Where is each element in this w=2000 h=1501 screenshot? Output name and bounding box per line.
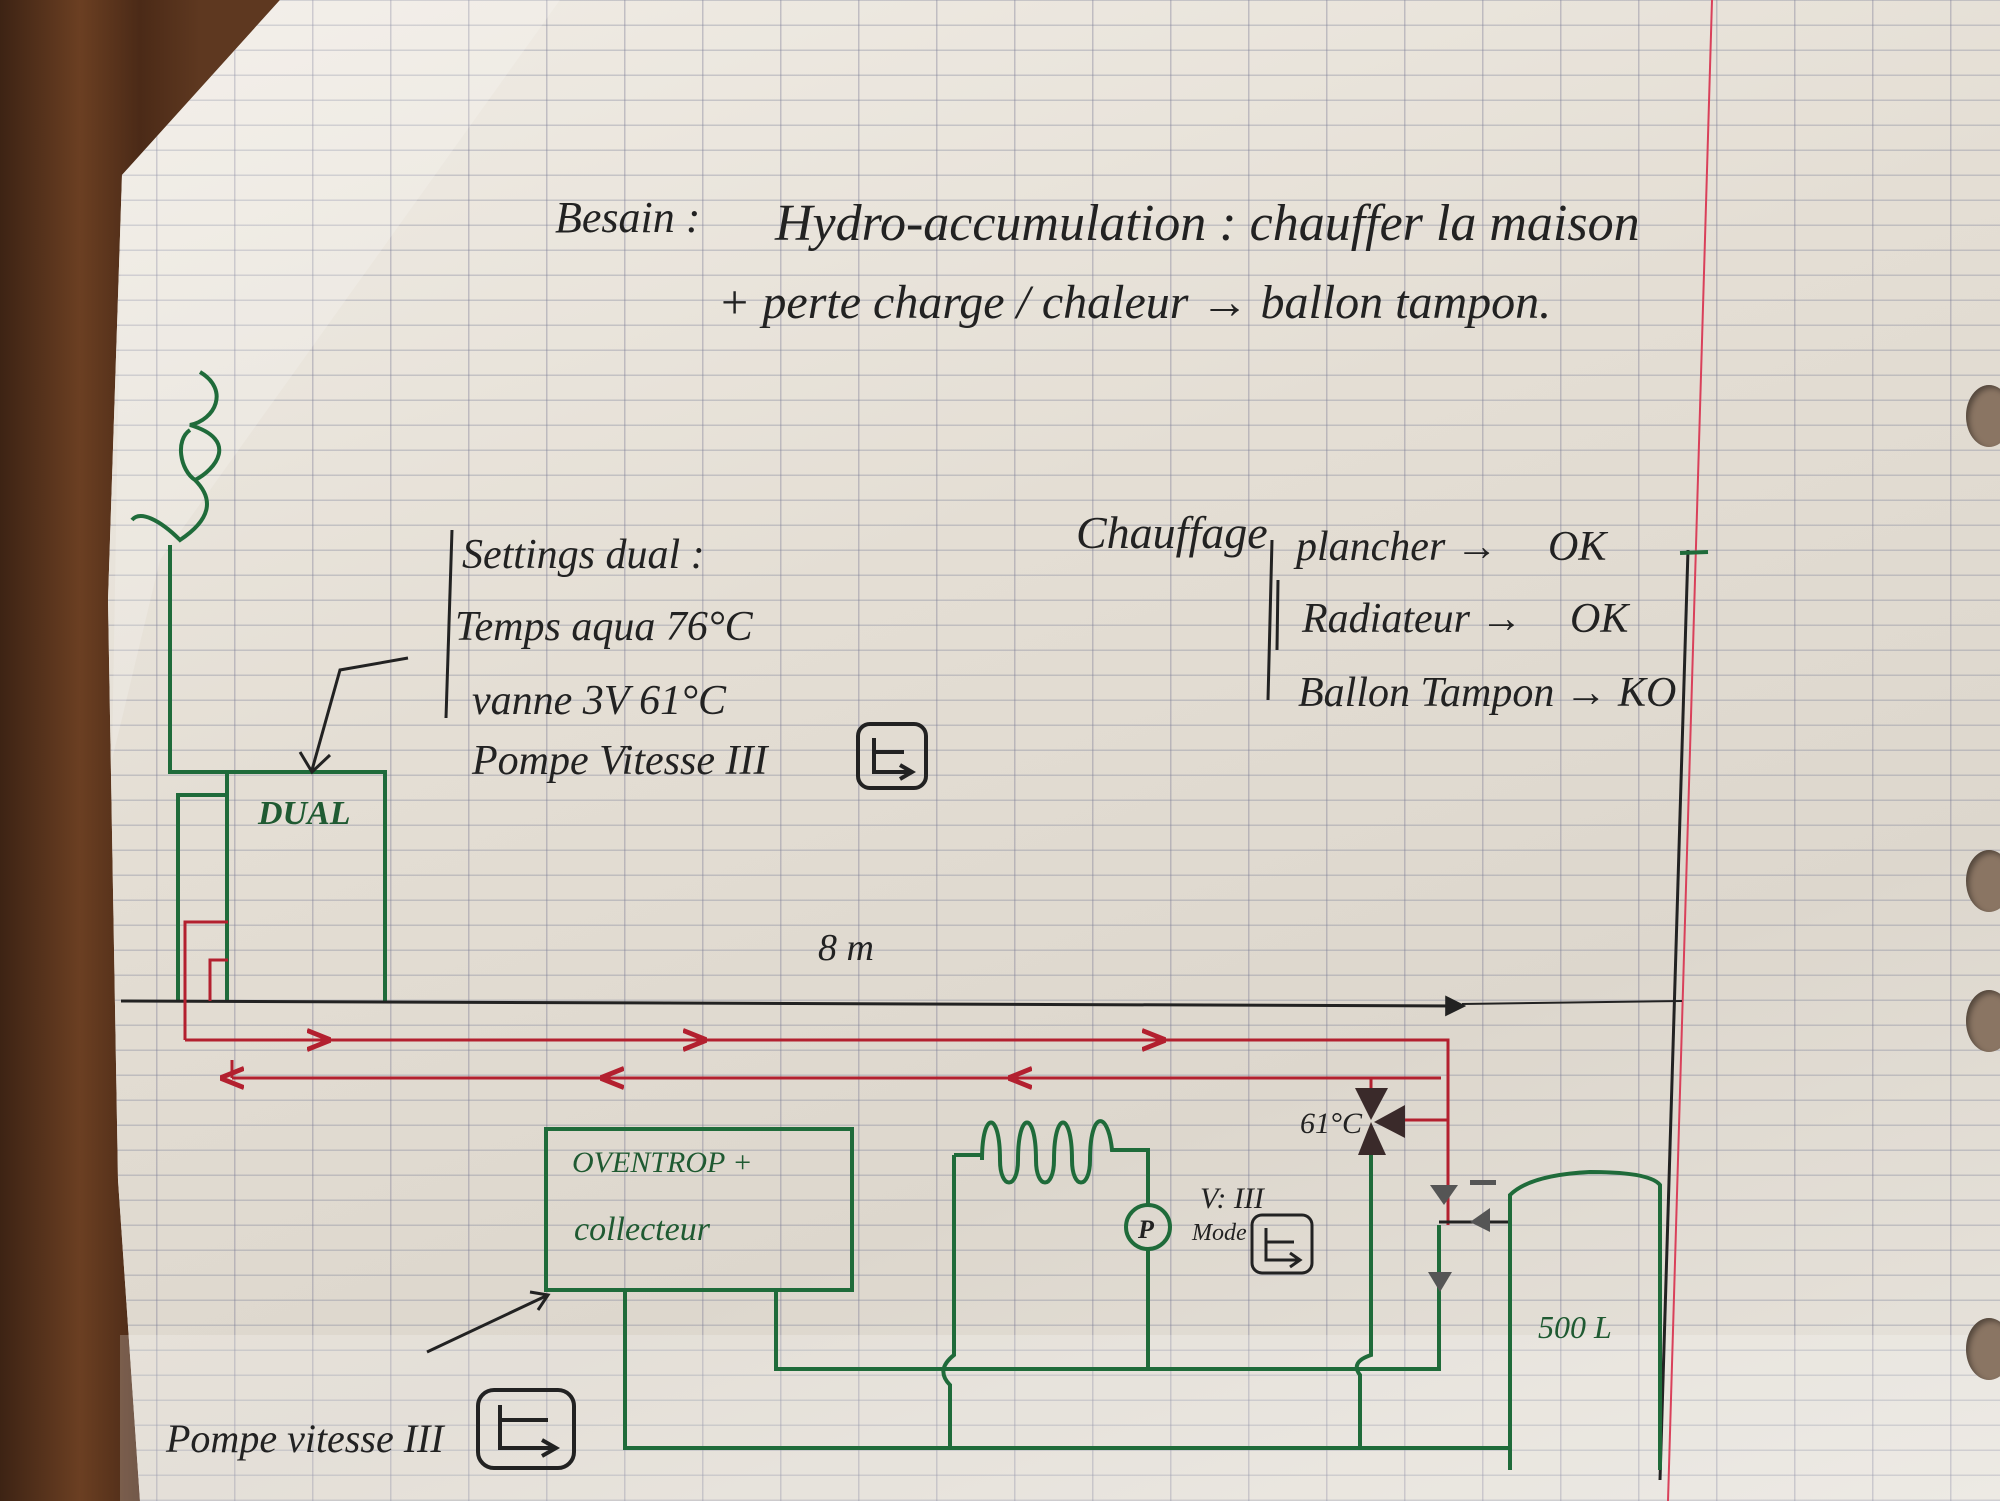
- oventrop-manifold: OVENTROP + collecteur: [544, 1127, 854, 1292]
- settings-pointer-arrow: [298, 656, 409, 775]
- riser-cap: [1679, 550, 1709, 555]
- distribution-pipes: [623, 1119, 1512, 1450]
- underfloor-coil: [954, 1119, 1150, 1205]
- boiler-label: DUAL: [257, 795, 351, 832]
- main-supply-line-end: [1461, 1000, 1683, 1005]
- header: Besain : Hydro-accumulation : chauffer l…: [555, 193, 1640, 329]
- settings-bracket: [444, 529, 454, 719]
- settings-title: Settings dual :: [462, 532, 705, 578]
- binder-hole: [1966, 850, 2000, 912]
- circulation-pump: P: [1124, 1203, 1172, 1251]
- chauffage-item-status: OK: [1570, 596, 1630, 642]
- header-line1: Hydro-accumulation : chauffer la maison: [774, 195, 1640, 252]
- header-label: Besain :: [555, 193, 700, 242]
- buffer-tank: 500 L: [1508, 1169, 1662, 1470]
- paper-fold-band: [120, 1335, 2000, 1501]
- chauffage-block: Chauffage plancher → OK Radiateur → OK B…: [1076, 507, 1676, 716]
- flow-arrows: [1428, 1180, 1496, 1292]
- pump-symbol: P: [1137, 1215, 1155, 1244]
- pump-mode: Mode: [1191, 1220, 1247, 1246]
- riser-pipe: [1658, 549, 1690, 1481]
- distance-label: 8 m: [818, 927, 874, 969]
- tank-label: 500 L: [1538, 1309, 1612, 1345]
- chauffage-item-label: plancher →: [1293, 524, 1498, 570]
- chauffage-bracket: [1266, 539, 1280, 701]
- flue-pipe: [130, 370, 228, 1001]
- binder-hole: [1966, 990, 2000, 1052]
- settings-block: Settings dual : Temps aqua 76°C vanne 3V…: [444, 529, 928, 790]
- chauffage-item-label: Radiateur →: [1301, 596, 1522, 642]
- settings-row: vanne 3V 61°C: [472, 678, 727, 724]
- binder-hole: [1966, 1318, 2000, 1380]
- pump-mode-icon: [476, 1388, 576, 1470]
- binder-hole: [1966, 385, 2000, 447]
- margin-line: [1667, 0, 1713, 1501]
- main-supply-line: [120, 995, 1467, 1017]
- manifold-line2: collecteur: [574, 1211, 711, 1248]
- settings-row: Pompe Vitesse III: [471, 738, 769, 784]
- manifold-line1: OVENTROP +: [572, 1146, 753, 1179]
- chauffage-item-status: OK: [1548, 524, 1608, 570]
- header-line2: + perte charge / chaleur → ballon tampon…: [718, 276, 1551, 329]
- pump-mode-icon: [856, 722, 928, 790]
- valve-temperature: 61°C: [1300, 1107, 1363, 1140]
- boiler-dual: DUAL: [225, 770, 387, 1001]
- bottom-pump-label: Pompe vitesse III: [165, 1416, 445, 1461]
- manifold-pointer-arrow: [426, 1290, 551, 1354]
- chauffage-item-label: Ballon Tampon →: [1298, 670, 1607, 716]
- chauffage-item-status: KO: [1617, 670, 1676, 716]
- three-way-valve: [1355, 1088, 1405, 1155]
- pump-mode-icon: [1250, 1213, 1314, 1275]
- settings-row: Temps aqua 76°C: [455, 604, 754, 650]
- chauffage-title: Chauffage: [1076, 507, 1268, 558]
- pump-speed: V: III: [1200, 1182, 1266, 1215]
- hot-water-loop: [183, 920, 1450, 1225]
